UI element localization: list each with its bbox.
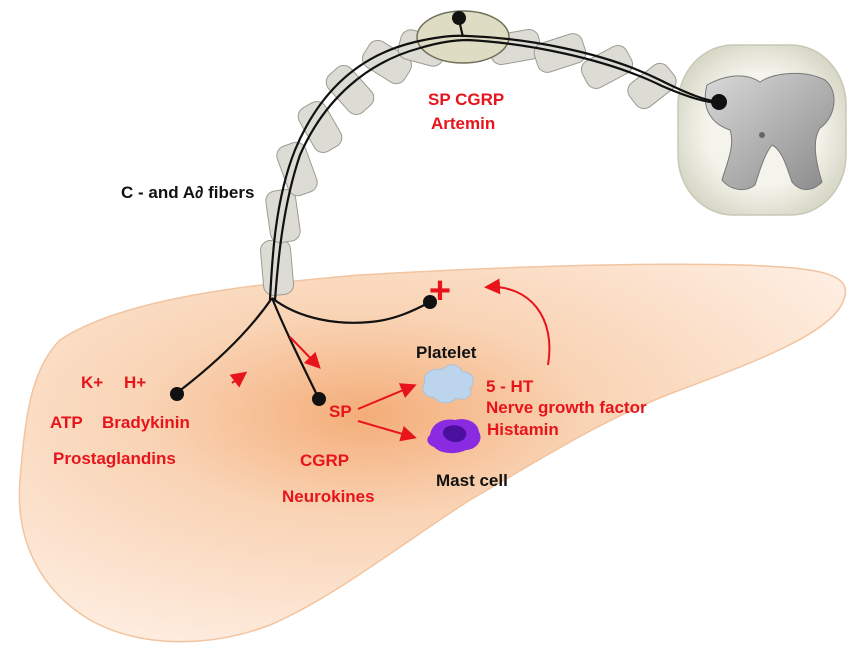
label-atp: ATP [50,413,83,432]
label-ngf: Nerve growth factor [486,398,647,417]
label-cgrp: CGRP [300,451,349,470]
spinal-cord [678,45,846,215]
label-ganglion-mediators-2: Artemin [431,114,495,133]
label-histamin: Histamin [487,420,559,439]
label-prostaglandins: Prostaglandins [53,449,176,468]
label-serotonin: 5 - HT [486,377,534,396]
label-fibers: C - and A∂ fibers [121,183,254,202]
pain-plus-icon: + [429,270,451,312]
label-ganglion-mediators-1: SP CGRP [428,90,504,109]
label-bradykinin: Bradykinin [102,413,190,432]
label-h-plus: H+ [124,373,146,392]
label-neurokines: Neurokines [282,487,375,506]
label-sp: SP [329,402,352,421]
label-platelet: Platelet [416,343,477,362]
label-k-plus: K+ [81,373,103,392]
label-mast-cell: Mast cell [436,471,508,490]
